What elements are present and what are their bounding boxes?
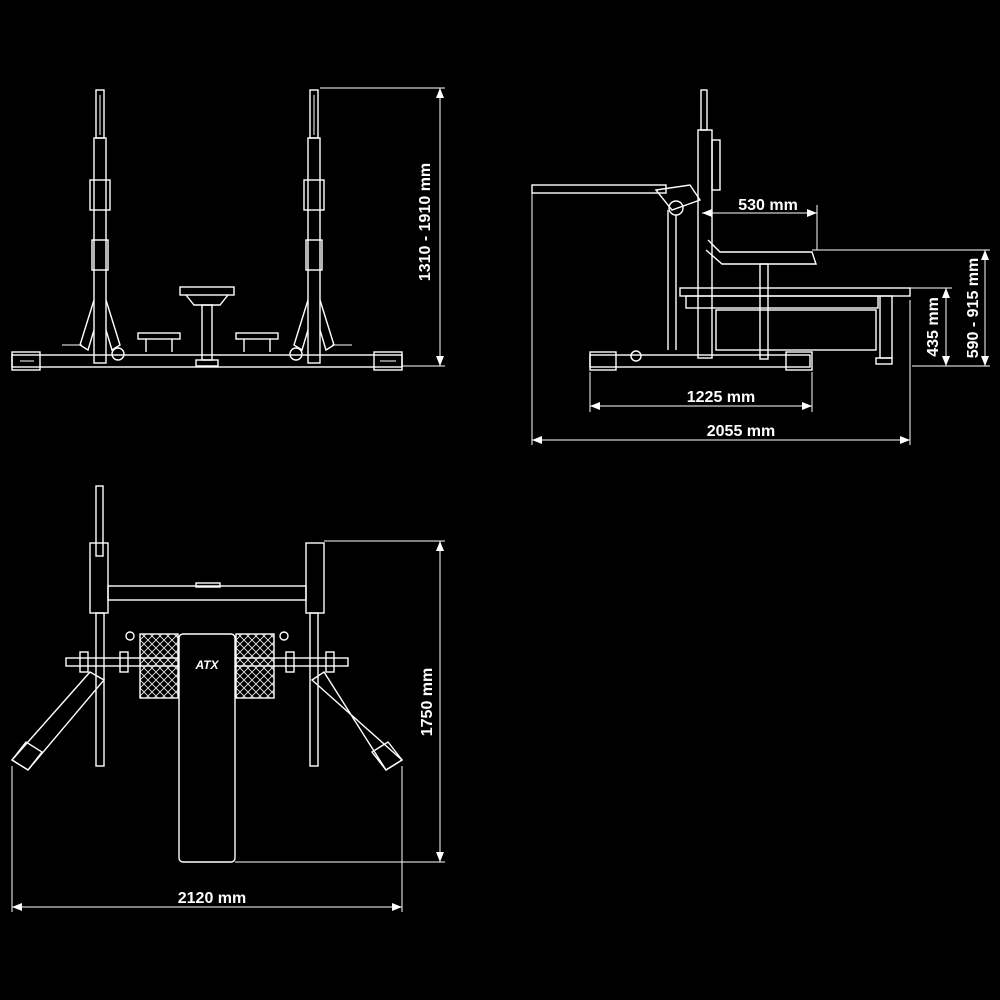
top-1750-label: 1750 mm: [419, 668, 436, 737]
top-view: [10, 485, 445, 912]
side-435-dimension: [910, 287, 952, 367]
side-530-label: 530 mm: [738, 197, 798, 214]
front-base-rail: [11, 354, 403, 368]
top-2120-label: 2120 mm: [178, 890, 247, 907]
bench-logo: ATX: [194, 658, 219, 672]
front-upright-left: [62, 89, 121, 364]
top-arm-left: [10, 671, 106, 771]
side-1225-label: 1225 mm: [687, 389, 756, 406]
top-bench-pad: [178, 633, 236, 863]
front-wheel-right: [289, 347, 303, 361]
front-wheel-left: [111, 347, 125, 361]
top-foot-plate-right: [235, 633, 275, 699]
side-2055-label: 2055 mm: [707, 423, 776, 440]
front-view: [11, 87, 445, 371]
side-435-label: 435 mm: [925, 297, 942, 357]
top-crossbar: [107, 585, 307, 601]
side-base: [589, 354, 811, 368]
front-foot-plates: [137, 332, 279, 352]
side-2055-dimension: [531, 193, 911, 445]
side-view: [531, 89, 990, 445]
side-1225-dimension: [589, 372, 813, 412]
top-upright-left: [89, 542, 109, 614]
front-upright-right: [293, 89, 352, 364]
front-height-label: 1310 - 1910 mm: [417, 163, 434, 281]
side-lever-arm: [531, 184, 667, 194]
side-bench-pad: [679, 287, 911, 297]
top-foot-plate-left: [139, 633, 179, 699]
side-seat: [705, 239, 817, 265]
top-upright-right: [305, 542, 325, 614]
side-upright-top: [700, 89, 708, 131]
front-height-dimension: [320, 87, 445, 367]
top-1750-dimension: [235, 540, 445, 863]
side-530-dimension: [702, 205, 818, 250]
front-bench-seat: [179, 286, 235, 367]
side-upright: [697, 129, 713, 359]
front-base-foot-left: [11, 351, 41, 371]
top-arm-right: [310, 671, 404, 771]
side-590-915-dimension: [812, 249, 990, 367]
front-base-foot-right: [373, 351, 403, 371]
side-590-915-label: 590 - 915 mm: [965, 258, 982, 359]
top-2120-dimension: [11, 766, 403, 912]
